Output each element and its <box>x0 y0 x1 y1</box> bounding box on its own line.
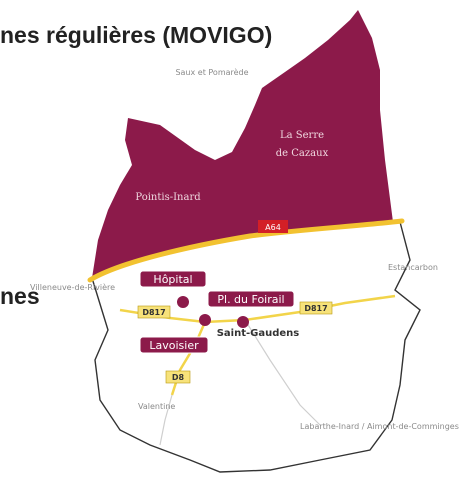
d817-label-right: D817 <box>304 304 327 313</box>
d817-label-left: D817 <box>142 308 165 317</box>
stop-label-lavoisier: Lavoisier <box>149 339 199 352</box>
d8-badge: D8 <box>165 370 191 384</box>
place-label-right: Estancarbon <box>388 263 438 272</box>
stop-lavoisier[interactable]: Lavoisier <box>139 336 209 354</box>
city-label: Saint-Gaudens <box>217 328 300 339</box>
page-title: nes régulières (MOVIGO) <box>0 22 273 48</box>
d8-label: D8 <box>172 373 185 382</box>
stop-foirail[interactable]: Pl. du Foirail <box>207 290 295 308</box>
a64-label: A64 <box>265 223 281 232</box>
stop-dot-foirail[interactable] <box>237 316 249 328</box>
stop-dot-lavoisier[interactable] <box>199 314 211 326</box>
stop-label-hopital: Hôpital <box>153 273 192 286</box>
zone-label-1b: de Cazaux <box>276 148 329 159</box>
zone-area <box>92 10 393 278</box>
place-label-bottom-right: Labarthe-Inard / Aimont-de-Comminges <box>300 422 459 431</box>
side-text: nes <box>0 283 40 309</box>
local-road <box>159 394 173 446</box>
local-road <box>244 319 321 426</box>
zone-label-2: Pointis-Inard <box>135 192 201 203</box>
d817-badge-left: D817 <box>137 305 171 319</box>
place-label-bottom-left: Valentine <box>138 402 175 411</box>
stop-label-foirail: Pl. du Foirail <box>217 293 284 306</box>
d817-badge-right: D817 <box>299 301 333 315</box>
place-label-top: Saux et Pomarède <box>175 67 248 77</box>
place-label-left: Villeneuve-de-Rivière <box>30 282 115 292</box>
zone-label-1: La Serre <box>280 130 324 141</box>
stop-hopital[interactable]: Hôpital <box>139 270 207 288</box>
a64-badge: A64 <box>258 220 288 233</box>
a64-road <box>87 218 405 283</box>
stop-dot-hopital[interactable] <box>177 296 189 308</box>
